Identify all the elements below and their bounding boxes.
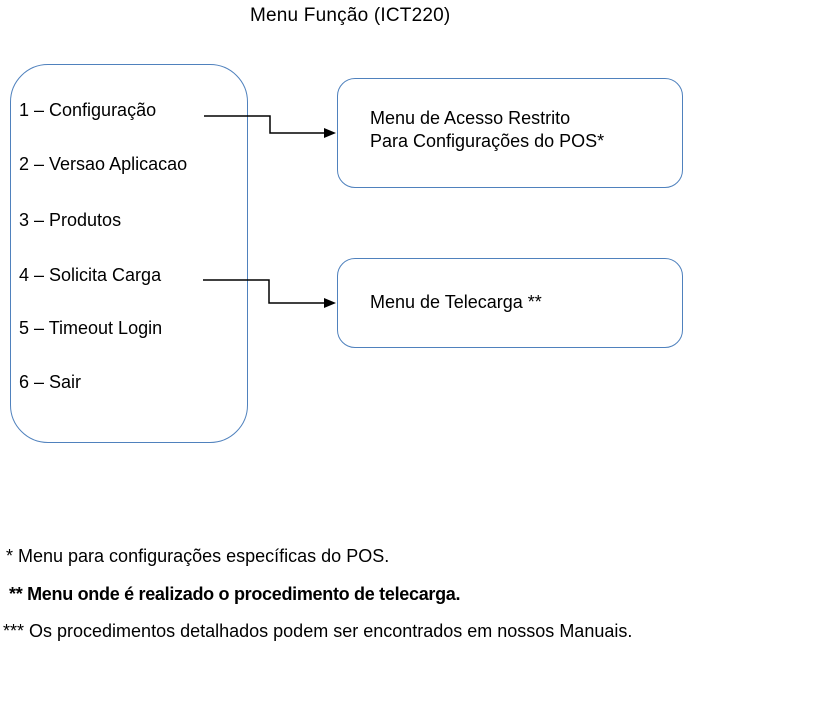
footnote-pos-config: * Menu para configurações específicas do… <box>6 546 390 566</box>
callout-acesso-restrito-line2: Para Configurações do POS* <box>370 131 605 151</box>
menu-item-configuracao: 1 – Configuração <box>19 100 157 120</box>
menu-item-produtos: 3 – Produtos <box>19 210 122 230</box>
footnote-manuais: *** Os procedimentos detalhados podem se… <box>3 621 633 641</box>
menu-item-timeout-login: 5 – Timeout Login <box>19 318 163 338</box>
footnote-telecarga: ** Menu onde é realizado o procedimento … <box>9 584 461 604</box>
callout-acesso-restrito: Menu de Acesso Restrito Para Configuraçõ… <box>337 78 683 188</box>
page-title: Menu Função (ICT220) <box>250 5 451 26</box>
callout-telecarga-line1: Menu de Telecarga ** <box>370 292 542 312</box>
menu-item-solicita-carga: 4 – Solicita Carga <box>19 265 162 285</box>
function-menu-box: 1 – Configuração 2 – Versao Aplicacao 3 … <box>10 64 248 443</box>
callout-telecarga-text: Menu de Telecarga ** <box>370 291 542 314</box>
callout-acesso-restrito-text: Menu de Acesso Restrito Para Configuraçõ… <box>370 107 604 153</box>
menu-item-sair: 6 – Sair <box>19 372 82 392</box>
menu-item-versao-aplicacao: 2 – Versao Aplicacao <box>19 154 188 174</box>
callout-telecarga: Menu de Telecarga ** <box>337 258 683 348</box>
callout-acesso-restrito-line1: Menu de Acesso Restrito <box>370 108 571 128</box>
